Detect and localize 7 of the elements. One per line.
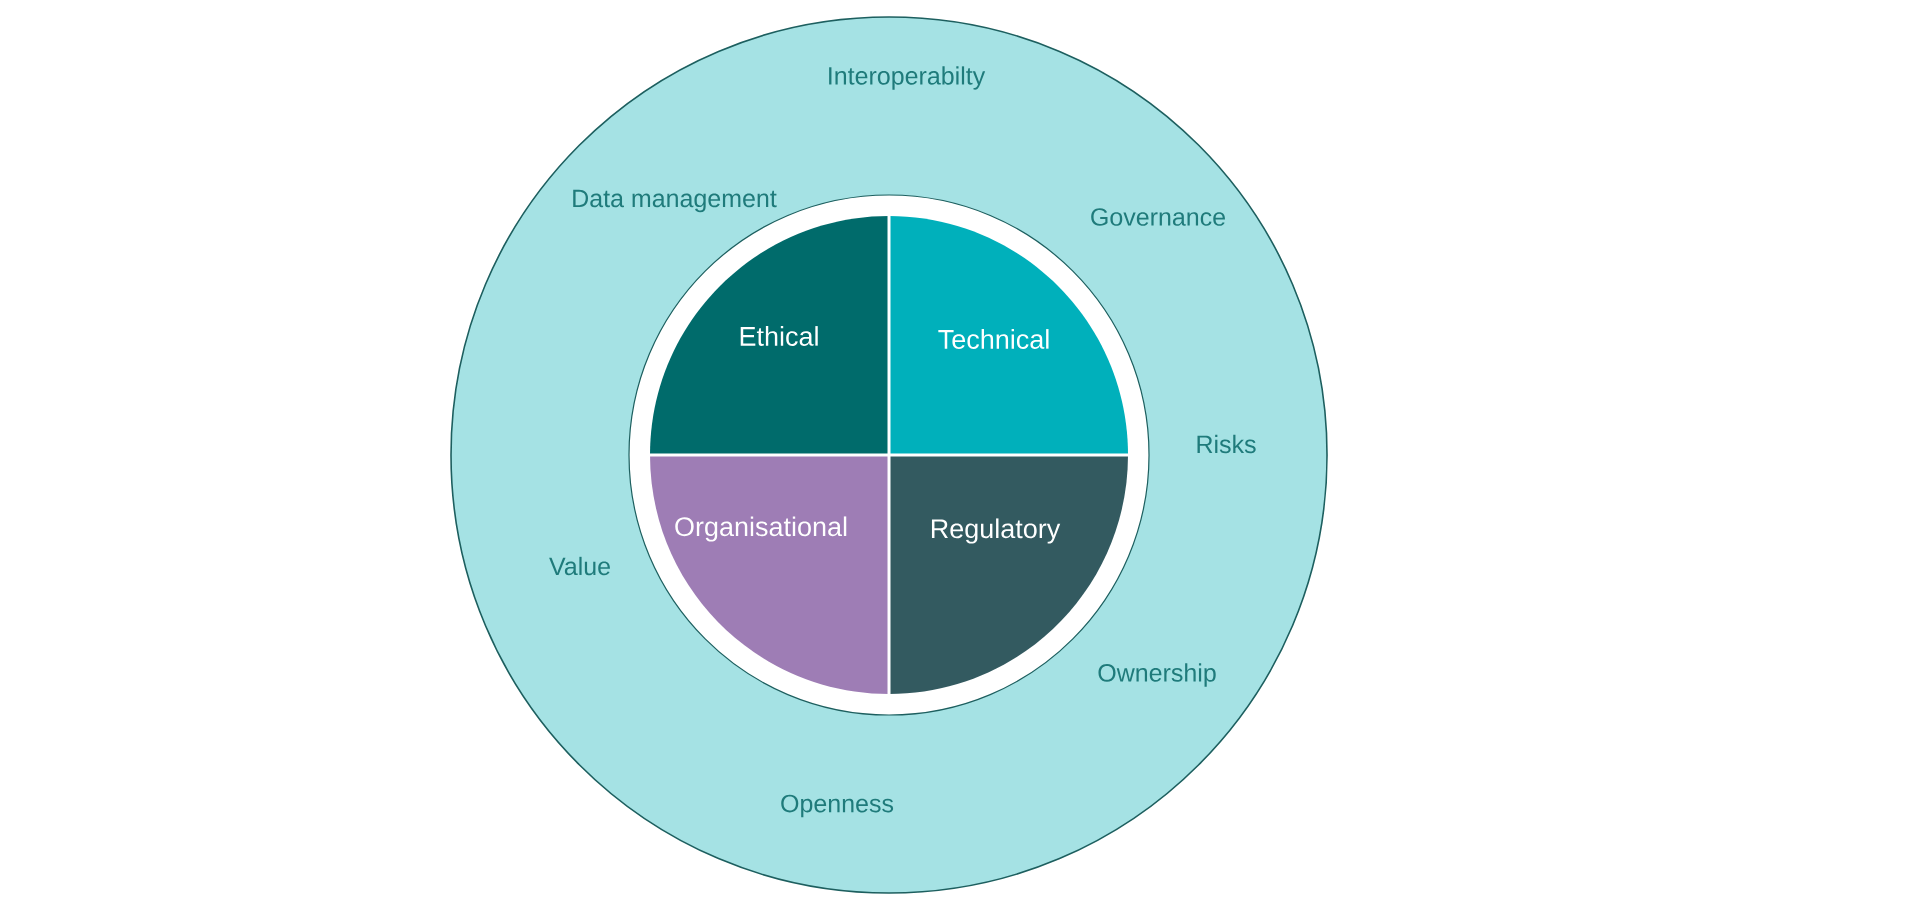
quadrant: Organisational (650, 455, 889, 694)
ring-label: Value (549, 556, 610, 576)
ring-label: Openness (781, 794, 894, 818)
ring-label: Data management (573, 189, 777, 213)
quadrant: Ethical (650, 216, 889, 455)
ring-label: Interoperabilty (829, 66, 986, 90)
ring-label: Risks (1197, 434, 1256, 454)
